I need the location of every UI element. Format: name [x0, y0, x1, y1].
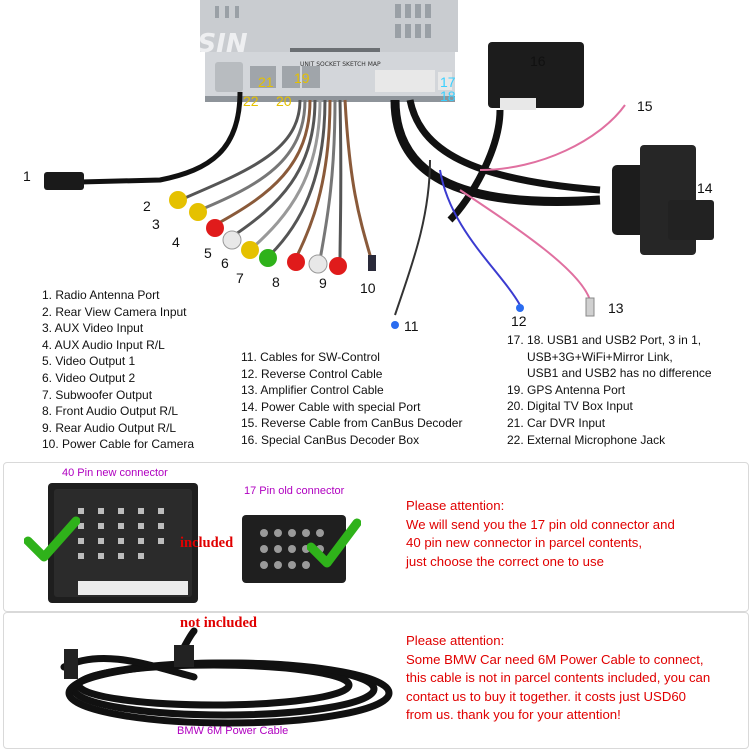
power-cable-image	[60, 627, 393, 727]
callout-11: 11	[404, 318, 419, 334]
legend-item: 22. External Microphone Jack	[507, 432, 666, 447]
legend-item: 8. Front Audio Output R/L	[42, 404, 179, 419]
rca-wire-bundle	[179, 99, 374, 263]
legend-item: 19. GPS Antenna Port	[507, 382, 626, 397]
connector-panel: 40 Pin new connector included 17 Pin old…	[3, 462, 749, 612]
legend-col-3: 17. 18. USB1 and USB2 Port, 3 in 1, USB+…	[507, 332, 712, 448]
callout-19: 19	[294, 70, 310, 86]
callout-7: 7	[236, 270, 244, 286]
callout-18: 18	[440, 88, 456, 104]
connector-17pin	[242, 515, 346, 583]
legend-item: 17. 18. USB1 and USB2 Port, 3 in 1,	[507, 333, 702, 347]
cable-label: BMW 6M Power Cable	[177, 725, 289, 737]
attention-text-1: Please attention: We will send you the 1…	[406, 498, 675, 569]
check-icon	[24, 516, 80, 562]
label-40pin: 40 Pin new connector	[62, 467, 168, 479]
legend-item: 10. Power Cable for Camera	[42, 437, 195, 452]
label-17pin: 17 Pin old connector	[244, 485, 345, 497]
legend-item: 4. AUX Audio Input R/L	[42, 337, 165, 352]
callout-4: 4	[172, 234, 180, 250]
decoder-cable	[447, 109, 504, 223]
legend-item: 5. Video Output 1	[42, 354, 136, 369]
callout-12: 12	[511, 313, 527, 329]
rca-connectors	[169, 191, 376, 275]
callout-17: 17	[440, 74, 456, 90]
legend-item: 16. Special CanBus Decoder Box	[241, 432, 420, 447]
legend-item: 11. Cables for SW-Control	[241, 350, 380, 364]
legend-col-1: 1. Radio Antenna Port 2. Rear View Camer…	[42, 287, 194, 453]
legend-item: 2. Rear View Camera Input	[42, 304, 187, 319]
legend-item: 21. Car DVR Input	[507, 415, 606, 430]
legend-item: USB+3G+WiFi+Mirror Link,	[527, 349, 673, 364]
callout-13: 13	[608, 300, 624, 316]
legend-item: 9. Rear Audio Output R/L	[42, 420, 177, 435]
callout-15: 15	[637, 98, 653, 114]
callout-22: 22	[243, 93, 259, 109]
canbus-decoder-box	[488, 42, 584, 108]
legend-item: 13. Amplifier Control Cable	[241, 383, 384, 398]
callout-21: 21	[258, 74, 274, 90]
callout-8: 8	[272, 274, 280, 290]
legend-item: 1. Radio Antenna Port	[42, 288, 160, 302]
antenna-cable	[79, 91, 243, 185]
callout-16: 16	[530, 53, 546, 69]
not-included-label: not included	[180, 615, 257, 631]
callout-2: 2	[143, 198, 151, 214]
unit-label: UNIT SOCKET SKETCH MAP	[300, 61, 381, 68]
included-label: included	[180, 535, 234, 551]
power-connector	[612, 145, 714, 255]
legend-item: 14. Power Cable with special Port	[241, 399, 421, 414]
callout-3: 3	[152, 216, 160, 232]
legend-item: 12. Reverse Control Cable	[241, 366, 383, 381]
legend-item: USB1 and USB2 has no difference	[527, 366, 712, 381]
wiring-diagram: ERISIN UNIT SOCKET SKETCH MAP	[44, 0, 714, 329]
callout-10: 10	[360, 280, 376, 296]
callout-20: 20	[276, 93, 292, 109]
legend-item: 15. Reverse Cable from CanBus Decoder	[241, 416, 463, 431]
attention-text-2: Please attention: Some BMW Car need 6M P…	[406, 633, 711, 723]
legend-item: 20. Digital TV Box Input	[507, 399, 633, 414]
legend-col-2: 11. Cables for SW-Control 12. Reverse Co…	[241, 349, 462, 449]
watermark: ERISIN	[150, 29, 248, 59]
callout-6: 6	[221, 255, 229, 271]
legend-item: 7. Subwoofer Output	[42, 387, 153, 402]
connector-40pin	[48, 483, 198, 603]
callout-1: 1	[23, 168, 31, 184]
power-cable-panel: not included BMW 6M Power Cable Please a…	[3, 612, 749, 749]
callout-5: 5	[204, 245, 212, 261]
legend-item: 6. Video Output 2	[42, 370, 136, 385]
callout-14: 14	[697, 180, 713, 196]
legend-item: 3. AUX Video Input	[42, 321, 144, 336]
check-icon	[307, 518, 361, 568]
head-unit	[200, 0, 458, 102]
callout-9: 9	[319, 275, 327, 291]
antenna-plug	[44, 172, 84, 190]
